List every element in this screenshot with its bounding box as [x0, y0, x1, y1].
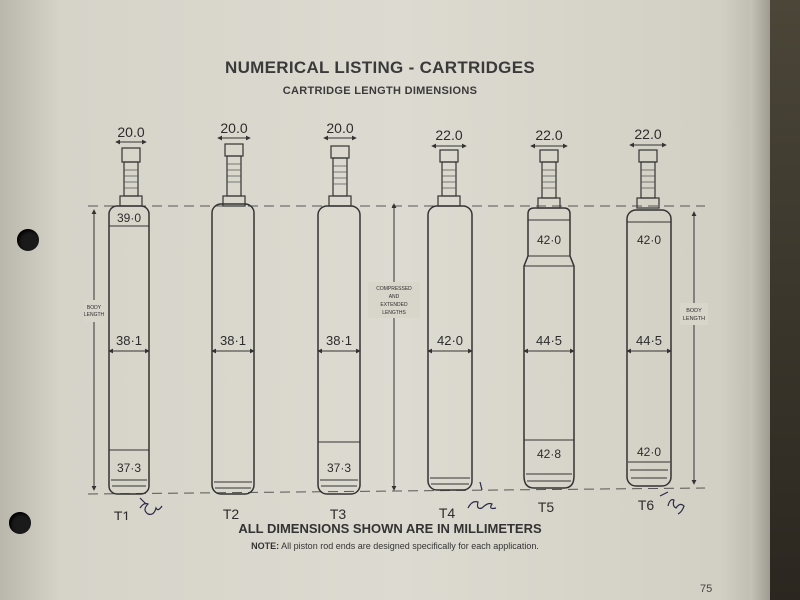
- t3-bottom-diameter: 37·3: [327, 461, 351, 475]
- cartridge-t3: 20.0 38·1 37·3 T3: [317, 120, 361, 520]
- compressed-line3: EXTENDED: [380, 302, 408, 308]
- compressed-extended-dimension: COMPRESSED AND EXTENDED LENGTHS: [368, 203, 420, 491]
- cartridge-t5: 22.0 42·0 44·5 42·8 T5: [523, 127, 575, 515]
- t5-bottom-diameter: 42·8: [537, 447, 561, 461]
- t6-body-diameter: 44·5: [636, 333, 662, 348]
- page-subtitle: CARTRIDGE LENGTH DIMENSIONS: [282, 85, 478, 97]
- page-number: 75: [700, 583, 713, 595]
- body-length-left-line1: BODY: [87, 305, 102, 311]
- compressed-line1: COMPRESSED: [376, 286, 412, 292]
- t2-label: T2: [223, 506, 240, 520]
- t6-rod-diameter: 22.0: [634, 126, 661, 142]
- t2-body-diameter: 38·1: [220, 333, 246, 348]
- cartridge-t6: 22.0 42·0 44·5 42·0 T6: [626, 126, 672, 513]
- t1-rod-diameter: 20.0: [117, 124, 144, 140]
- t5-body-diameter: 44·5: [536, 333, 562, 348]
- cartridge-t2: 20.0 38·1 T2: [211, 120, 255, 520]
- bottom-reference-line: [87, 487, 706, 495]
- t1-body-diameter: 38·1: [116, 333, 142, 348]
- cartridge-t1: 20.0 39·0 38·1 37·3 T1: [108, 124, 150, 520]
- cartridge-diagram: BODY LENGTH BODY LENGTH COMPRESSED AND E…: [84, 120, 708, 520]
- t1-top-diameter: 39·0: [117, 211, 141, 225]
- cartridge-t4: 22.0 42·0 T4: [427, 127, 473, 520]
- footer-note-text: All piston rod ends are designed specifi…: [279, 541, 539, 551]
- page-edge: [750, 0, 770, 600]
- t6-top-diameter: 42·0: [637, 233, 661, 247]
- t1-bottom-diameter: 37·3: [117, 461, 141, 475]
- compressed-line2: AND: [389, 294, 400, 300]
- footer-note: NOTE: All piston rod ends are designed s…: [0, 541, 790, 551]
- compressed-line4: LENGTHS: [382, 310, 406, 316]
- t5-rod-diameter: 22.0: [535, 127, 562, 143]
- units-notice: ALL DIMENSIONS SHOWN ARE IN MILLIMETERS: [238, 521, 542, 536]
- t5-label: T5: [538, 499, 555, 515]
- page-title: NUMERICAL LISTING - CARTRIDGES: [225, 58, 535, 77]
- t6-label: T6: [638, 497, 655, 513]
- footer-note-label: NOTE:: [251, 541, 280, 551]
- t6-bottom-diameter: 42·0: [637, 445, 661, 459]
- body-length-right-dimension: BODY LENGTH: [680, 211, 708, 485]
- body-length-left-dimension: BODY LENGTH: [84, 209, 105, 491]
- t5-top-diameter: 42·0: [537, 233, 561, 247]
- t3-body-diameter: 38·1: [326, 333, 352, 348]
- t3-rod-diameter: 20.0: [326, 120, 353, 136]
- t4-label: T4: [439, 505, 456, 520]
- t4-rod-diameter: 22.0: [435, 127, 462, 143]
- body-length-right-line2: LENGTH: [683, 316, 705, 322]
- handwritten-marks: [139, 481, 685, 515]
- background-right: [770, 0, 800, 600]
- binder-hole-bottom: [9, 512, 31, 534]
- body-length-left-line2: LENGTH: [84, 312, 105, 318]
- body-length-right-line1: BODY: [686, 308, 702, 314]
- t3-label: T3: [330, 506, 347, 520]
- t4-body-diameter: 42·0: [437, 333, 463, 348]
- t1-label: T1: [114, 508, 131, 520]
- t2-rod-diameter: 20.0: [220, 120, 247, 136]
- binder-hole-top: [17, 229, 39, 251]
